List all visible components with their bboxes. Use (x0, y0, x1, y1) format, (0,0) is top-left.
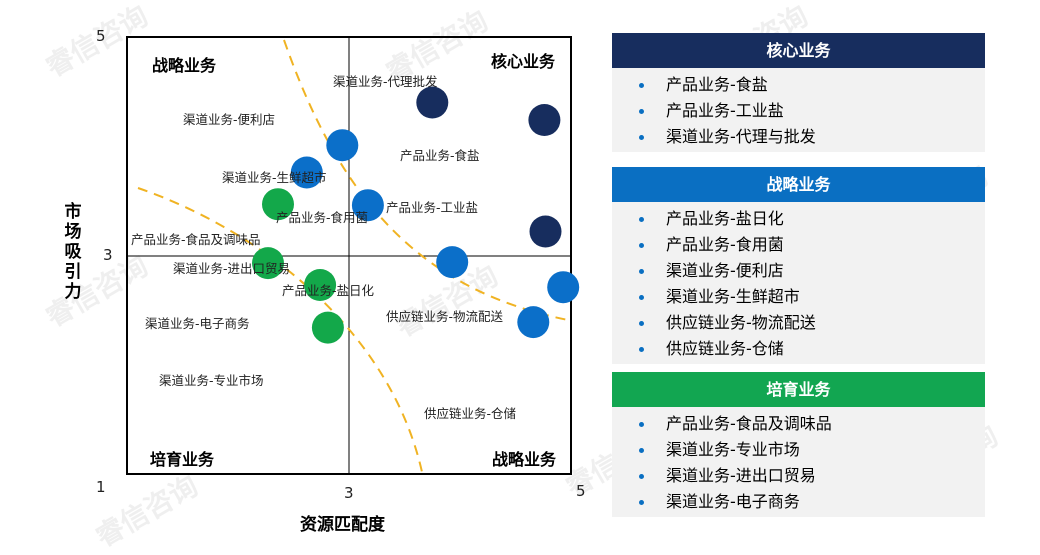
list-item-label: 产品业务-食品及调味品 (666, 414, 832, 433)
quadrant-label-top-right: 核心业务 (491, 52, 556, 71)
bubble-point-8 (517, 306, 550, 339)
point-label: 产品业务-食品及调味品 (131, 232, 261, 247)
point-label: 渠道业务-专业市场 (159, 373, 264, 388)
point-label: 渠道业务-代理批发 (333, 74, 438, 89)
bubble-point-5 (351, 189, 384, 222)
bubble-point-9 (262, 188, 294, 221)
quadrant-label-bottom-right: 战略业务 (492, 450, 557, 469)
list-item-label: 渠道业务-代理与批发 (666, 127, 816, 146)
bubble-point-4 (290, 156, 323, 189)
point-label: 渠道业务-便利店 (183, 112, 276, 127)
bullet-icon (639, 217, 644, 222)
list-item: 供应链业务-仓储 (612, 336, 985, 362)
bullet-icon (639, 474, 644, 479)
point-label: 产品业务-工业盐 (386, 200, 479, 215)
y-tick-5: 5 (96, 27, 106, 45)
boundary-curve-upper (283, 39, 569, 321)
bubble-point-3 (326, 129, 359, 162)
panel-list-core: 产品业务-食盐 产品业务-工业盐 渠道业务-代理与批发 (612, 68, 985, 152)
list-item-label: 产品业务-盐日化 (666, 209, 784, 228)
list-item-label: 渠道业务-进出口贸易 (666, 466, 816, 485)
list-item-label: 产品业务-工业盐 (666, 101, 784, 120)
panel-strategic: 战略业务 产品业务-盐日化 产品业务-食用菌 渠道业务-便利店 渠道业务-生鲜超… (612, 167, 985, 364)
list-item: 产品业务-工业盐 (612, 98, 985, 124)
point-label: 渠道业务-进出口贸易 (173, 261, 291, 276)
y-axis-title: 市场吸引力 (64, 202, 82, 302)
panel-core: 核心业务 产品业务-食盐 产品业务-工业盐 渠道业务-代理与批发 (612, 33, 985, 152)
point-label: 供应链业务-仓储 (424, 406, 517, 421)
x-tick-1: 1 (96, 478, 106, 496)
list-item: 渠道业务-便利店 (612, 258, 985, 284)
panel-list-strategic: 产品业务-盐日化 产品业务-食用菌 渠道业务-便利店 渠道业务-生鲜超市 供应链… (612, 202, 985, 364)
bubble-point-10 (252, 247, 284, 280)
bubble-layer (252, 86, 580, 344)
x-axis-title: 资源匹配度 (300, 515, 385, 535)
list-item-label: 渠道业务-便利店 (666, 261, 784, 280)
list-item-label: 渠道业务-生鲜超市 (666, 287, 800, 306)
list-item: 产品业务-食盐 (612, 72, 985, 98)
list-item: 产品业务-盐日化 (612, 206, 985, 232)
bullet-icon (639, 243, 644, 248)
bullet-icon (639, 269, 644, 274)
list-item: 渠道业务-生鲜超市 (612, 284, 985, 310)
list-item-label: 供应链业务-物流配送 (666, 313, 816, 332)
list-item: 渠道业务-代理与批发 (612, 124, 985, 150)
list-item: 渠道业务-进出口贸易 (612, 463, 985, 489)
panel-header-strategic: 战略业务 (612, 167, 985, 202)
quadrant-label-bottom-left: 培育业务 (150, 450, 215, 469)
bullet-icon (639, 500, 644, 505)
point-label: 供应链业务-物流配送 (386, 309, 504, 324)
list-item: 产品业务-食品及调味品 (612, 411, 985, 437)
list-item-label: 渠道业务-专业市场 (666, 440, 800, 459)
list-item-label: 供应链业务-仓储 (666, 339, 784, 358)
bullet-icon (639, 321, 644, 326)
panel-header-core: 核心业务 (612, 33, 985, 68)
bubble-point-12 (311, 311, 344, 344)
y-tick-3: 3 (103, 246, 113, 264)
list-item: 渠道业务-电子商务 (612, 489, 985, 515)
panel-nurture: 培育业务 产品业务-食品及调味品 渠道业务-专业市场 渠道业务-进出口贸易 渠道… (612, 372, 985, 517)
point-label: 产品业务-食盐 (400, 148, 480, 163)
point-label: 产品业务-食用菌 (276, 210, 369, 225)
x-tick-3: 3 (344, 484, 354, 502)
x-tick-5: 5 (576, 482, 586, 500)
matrix-chart (126, 36, 580, 475)
bullet-icon (639, 135, 644, 140)
point-label: 渠道业务-生鲜超市 (222, 170, 327, 185)
list-item-label: 渠道业务-电子商务 (666, 492, 800, 511)
bubble-point-7 (547, 271, 580, 304)
bullet-icon (639, 109, 644, 114)
bullet-icon (639, 422, 644, 427)
bubble-point-11 (304, 269, 337, 301)
bullet-icon (639, 83, 644, 88)
list-item-label: 产品业务-食用菌 (666, 235, 784, 254)
bullet-icon (639, 347, 644, 352)
point-label: 渠道业务-电子商务 (145, 316, 250, 331)
panel-list-nurture: 产品业务-食品及调味品 渠道业务-专业市场 渠道业务-进出口贸易 渠道业务-电子… (612, 407, 985, 517)
list-item: 供应链业务-物流配送 (612, 310, 985, 336)
bubble-point-0 (416, 86, 449, 119)
list-item: 产品业务-食用菌 (612, 232, 985, 258)
list-item: 渠道业务-专业市场 (612, 437, 985, 463)
bubble-point-6 (436, 246, 469, 279)
quadrant-label-top-left: 战略业务 (152, 56, 217, 75)
point-label: 产品业务-盐日化 (282, 283, 375, 298)
panel-header-nurture: 培育业务 (612, 372, 985, 407)
bubble-point-1 (528, 104, 561, 136)
list-item-label: 产品业务-食盐 (666, 75, 768, 94)
bubble-point-2 (529, 215, 562, 248)
bullet-icon (639, 448, 644, 453)
bullet-icon (639, 295, 644, 300)
